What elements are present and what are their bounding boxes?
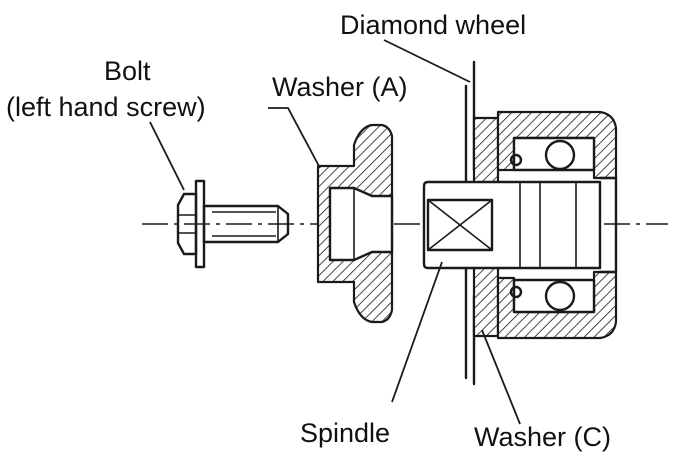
label-bolt: Bolt bbox=[104, 56, 151, 86]
leader-bolt bbox=[149, 121, 185, 191]
leader-diamond-wheel bbox=[383, 39, 471, 83]
leader-washer-c bbox=[481, 329, 521, 425]
leader-washer-a bbox=[268, 107, 321, 169]
label-washer-a: Washer (A) bbox=[272, 72, 408, 102]
label-diamond-wheel: Diamond wheel bbox=[340, 10, 527, 40]
label-bolt-note: (left hand screw) bbox=[6, 92, 206, 122]
label-washer-c: Washer (C) bbox=[474, 422, 612, 452]
bolt-part bbox=[176, 179, 290, 269]
spindle-assembly-part bbox=[422, 110, 618, 340]
leader-spindle bbox=[391, 261, 443, 403]
washer-a-part bbox=[316, 123, 394, 324]
label-spindle: Spindle bbox=[300, 418, 391, 448]
